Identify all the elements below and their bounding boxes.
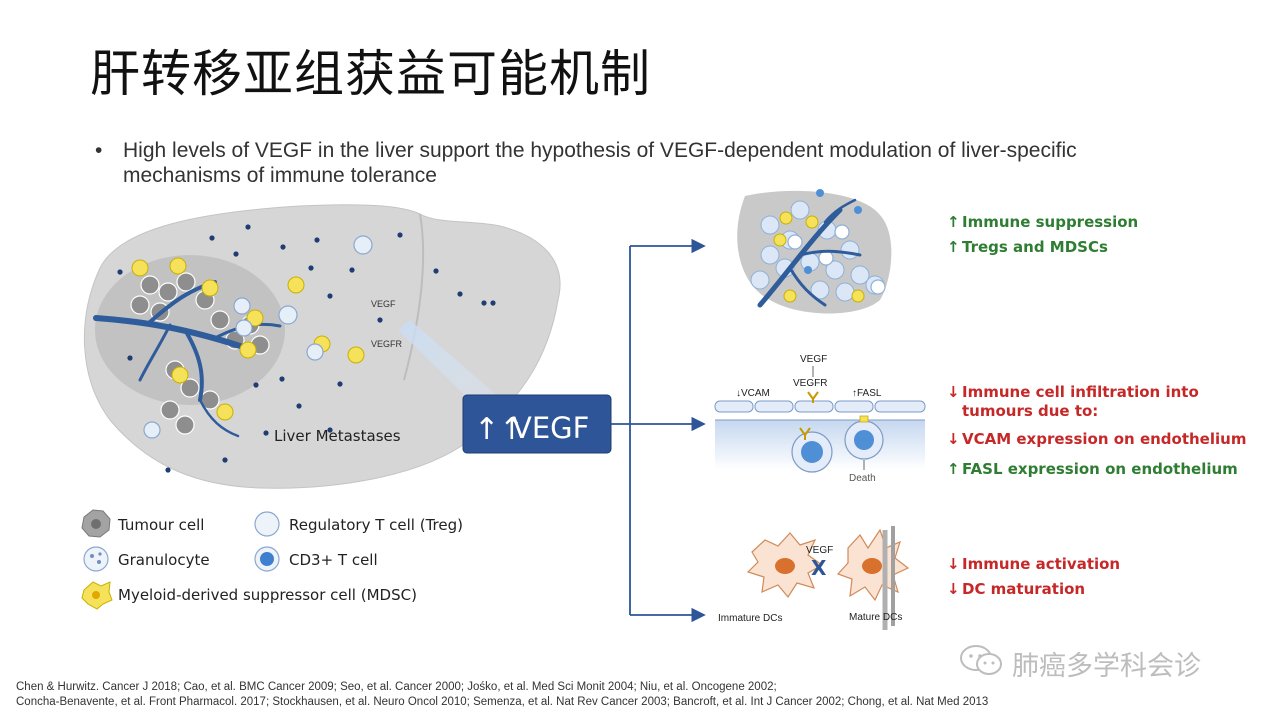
effect-arrow: ↓: [947, 580, 960, 598]
connector-arrows: [611, 238, 706, 623]
dc-block-x: X: [811, 556, 827, 580]
liver-illustration: VEGF VEGFR Liver Metastases: [83, 204, 561, 489]
effect-arrow: ↑: [947, 213, 960, 231]
effect-text: tumours due to:: [962, 402, 1098, 420]
reference-line: Chen & Hurwitz. Cancer J 2018; Cao, et a…: [16, 681, 777, 693]
effect-arrow: ↑: [947, 238, 960, 256]
reference-line: Concha-Benavente, et al. Front Pharmacol…: [16, 696, 989, 708]
legend-treg: Regulatory T cell (Treg): [289, 516, 463, 534]
legend-cd3: CD3+ T cell: [289, 551, 378, 569]
legend-mdsc: Myeloid-derived suppressor cell (MDSC): [118, 586, 417, 604]
references: Chen & Hurwitz. Cancer J 2018; Cao, et a…: [16, 680, 988, 710]
legend-tumour-cell: Tumour cell: [117, 516, 204, 534]
treg-cell-icon: [254, 511, 280, 537]
granulocyte-icon: [83, 546, 109, 572]
effect-arrow: ↑: [947, 460, 960, 478]
endothelium-panel: VEGF VEGFR ↓VCAM ↑FASL Death: [714, 354, 926, 484]
watermark: 肺癌多学科会诊: [1012, 651, 1201, 682]
effect-arrow: ↓: [947, 430, 960, 448]
mdsc-icon: [81, 581, 113, 610]
vegf-dots: [117, 224, 496, 473]
effect-group-2: ↓ Immune cell infiltration into tumours …: [947, 383, 1246, 478]
legend: Tumour cell Regulatory T cell (Treg) Gra…: [81, 509, 463, 610]
effect-text: Tregs and MDSCs: [962, 238, 1108, 256]
vegf-box-arrows: ↑↑: [474, 412, 524, 447]
endo-death-label: Death: [849, 473, 876, 484]
vegf-box-label: VEGF: [512, 411, 589, 445]
wechat-icon: [960, 645, 1002, 675]
effect-text: DC maturation: [962, 580, 1085, 598]
effect-arrow: ↓: [947, 383, 960, 401]
liver-metastases-label: Liver Metastases: [274, 427, 401, 445]
endo-vegfr-label: VEGFR: [793, 378, 827, 389]
effect-text: FASL expression on endothelium: [962, 460, 1238, 478]
dc-immature-label: Immature DCs: [718, 613, 782, 624]
liver-lobe-divider: [403, 213, 425, 381]
endo-vegf-label: VEGF: [800, 354, 827, 365]
effect-group-3: ↓ Immune activation ↓ DC maturation: [947, 555, 1120, 598]
tumour-cell-icon: [81, 509, 111, 538]
dc-mature-label: Mature DCs: [849, 612, 902, 623]
effect-text: Immune cell infiltration into: [962, 383, 1199, 401]
effect-text: Immune suppression: [962, 213, 1138, 231]
endo-vcam-label: ↓VCAM: [736, 388, 770, 399]
dc-vegf-label: VEGF: [806, 545, 833, 556]
tumour-microenvironment-panel: [737, 189, 892, 314]
vegf-box: ↑↑ VEGF: [462, 394, 612, 454]
effect-arrow: ↓: [947, 555, 960, 573]
cd3-t-cell-icon: [254, 546, 280, 572]
bullet-symbol: •: [95, 139, 103, 162]
liver-vegf-tag: VEGF: [371, 299, 396, 309]
effect-text: Immune activation: [962, 555, 1120, 573]
effect-text: VCAM expression on endothelium: [962, 430, 1246, 448]
legend-granulocyte: Granulocyte: [118, 551, 210, 569]
endo-fasl-label: ↑FASL: [852, 388, 882, 399]
zoom-beam: [398, 320, 500, 410]
effect-group-1: ↑ Immune suppression ↑ Tregs and MDSCs: [947, 213, 1138, 256]
page-title: 肝转移亚组获益可能机制: [90, 45, 651, 103]
liver-vegfr-tag: VEGFR: [371, 339, 403, 349]
dc-maturation-panel: VEGF X Immature DCs Mature DCs: [718, 526, 910, 630]
treg-cells: [143, 235, 373, 439]
bullet-text: High levels of VEGF in the liver support…: [123, 139, 1077, 187]
